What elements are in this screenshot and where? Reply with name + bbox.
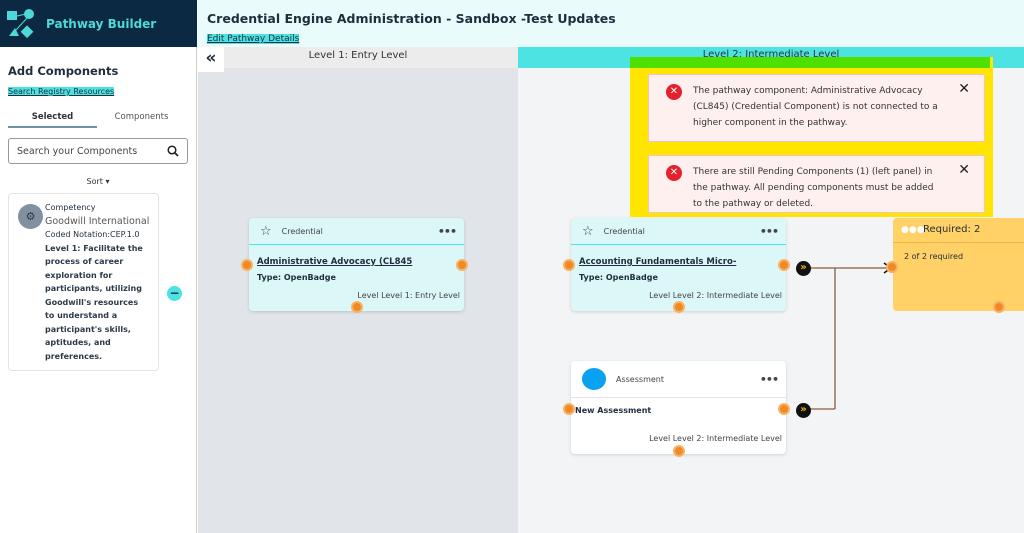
component-description: Level 1: Facilitate the process of caree… <box>45 243 143 361</box>
tab-selected[interactable]: Selected <box>8 112 97 128</box>
star-icon: ☆ <box>582 223 594 239</box>
card-level: Level Level 2: Intermediate Level <box>649 434 782 443</box>
connection-node[interactable] <box>351 301 363 313</box>
remove-component-button[interactable]: − <box>167 286 182 301</box>
pathway-logo-icon <box>7 8 34 38</box>
connection-node[interactable] <box>778 259 790 271</box>
add-components-heading: Add Components <box>8 64 119 78</box>
error-alert: ✕ There are still Pending Components (1)… <box>648 155 985 213</box>
assessment-card[interactable]: Assessment ••• New Assessment Level Level… <box>571 361 786 454</box>
connection-node[interactable] <box>563 259 575 271</box>
card-name-link[interactable]: Administrative Advocacy (CL845 <box>257 257 413 267</box>
credential-card[interactable]: ☆ Credential ••• Accounting Fundamentals M… <box>571 218 786 311</box>
card-type: Credential <box>281 226 323 236</box>
component-org: Goodwill International <box>45 215 150 227</box>
search-input[interactable]: Search your Components <box>8 138 188 164</box>
error-icon: ✕ <box>666 84 682 100</box>
page-title: Credential Engine Administration - Sandb… <box>207 11 616 26</box>
component-coded-notation: Coded Notation:CEP.1.0 <box>45 230 140 239</box>
more-options-icon[interactable]: ••• <box>437 224 457 238</box>
chevron-right-icon[interactable]: » <box>796 403 811 418</box>
page-header: Credential Engine Administration - Sandb… <box>197 0 1024 47</box>
collapse-panel-button[interactable]: « <box>198 47 224 72</box>
requirement-status: 2 of 2 required <box>904 252 964 261</box>
alert-message: There are still Pending Components (1) (… <box>693 167 934 209</box>
more-options-icon[interactable]: ••• <box>759 224 779 238</box>
search-icon[interactable] <box>167 145 179 157</box>
close-icon[interactable]: ✕ <box>958 162 970 178</box>
card-credential-type: Type: OpenBadge <box>257 273 336 282</box>
more-options-icon[interactable]: ••• <box>759 372 779 386</box>
edit-pathway-link[interactable]: Edit Pathway Details <box>207 34 300 44</box>
card-credential-type: Type: OpenBadge <box>579 273 658 282</box>
connection-node[interactable] <box>673 301 685 313</box>
requirement-title: Required: 2 <box>923 224 981 235</box>
card-name-link[interactable]: Accounting Fundamentals Micro- <box>579 257 737 267</box>
card-level: Level Level 2: Intermediate Level <box>649 291 782 300</box>
tab-components[interactable]: Components <box>114 112 169 122</box>
star-icon: ☆ <box>260 223 272 239</box>
connection-node[interactable] <box>673 445 685 457</box>
card-level: Level Level 1: Entry Level <box>357 291 460 300</box>
chevron-right-icon[interactable]: » <box>796 261 811 276</box>
card-type: Credential <box>603 226 645 236</box>
gear-icon: ⚙ <box>18 204 43 229</box>
pending-component-card[interactable]: ⚙ Competency Goodwill International Code… <box>8 193 159 371</box>
requirement-card[interactable]: ●●●Required: 2 2 of 2 required <box>893 218 1024 311</box>
connection-node[interactable] <box>993 301 1005 313</box>
component-type: Competency <box>45 203 96 212</box>
search-registry-link[interactable]: Search Registry Resources <box>8 87 115 96</box>
search-placeholder: Search your Components <box>17 145 138 157</box>
error-icon: ✕ <box>666 165 682 181</box>
assessment-icon <box>582 368 606 390</box>
level-header: Level 1: Entry Level <box>198 47 518 68</box>
sort-dropdown[interactable]: Sort ▾ <box>86 177 110 186</box>
alert-message: The pathway component: Administrative Ad… <box>693 86 938 128</box>
card-name: New Assessment <box>575 406 652 415</box>
card-type: Assessment <box>616 374 664 384</box>
connection-node[interactable] <box>456 259 468 271</box>
error-alert: ✕ The pathway component: Administrative … <box>648 74 985 142</box>
app-brand: Pathway Builder <box>0 0 197 47</box>
app-name: Pathway Builder <box>46 16 157 31</box>
connection-node[interactable] <box>886 261 898 273</box>
connection-node[interactable] <box>241 259 253 271</box>
connection-node[interactable] <box>563 403 575 415</box>
highlight-annotation-top <box>630 57 990 68</box>
credential-card[interactable]: ☆ Credential ••• Administrative Advocacy (… <box>249 218 464 311</box>
left-panel: Add Components Search Registry Resources… <box>0 47 197 533</box>
connection-node[interactable] <box>778 403 790 415</box>
group-icon: ●●● <box>901 225 925 235</box>
close-icon[interactable]: ✕ <box>958 81 970 97</box>
